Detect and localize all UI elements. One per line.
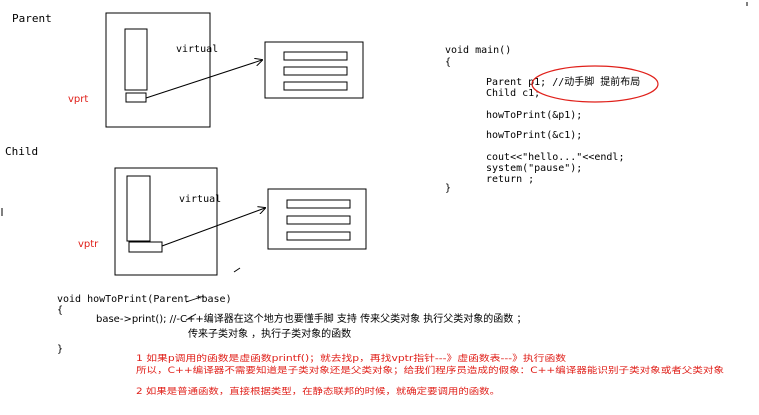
child-vptr-slot — [128, 241, 163, 253]
code-line: Child c1; — [486, 88, 540, 99]
func-call-line-2: 传来子类对象 ，执行子类对象的函数 — [188, 327, 351, 340]
func-signature: void howToPrint(Parent *base) — [57, 294, 232, 305]
parent-vtable-box — [264, 41, 364, 99]
note-3: 2 如果是普通函数，直接根据类型，在静态联邦的时候，就确定要调用的函数。 — [136, 385, 500, 397]
code-line: system("pause"); — [486, 163, 582, 174]
parent-vptr-slot — [125, 92, 147, 103]
strike-mark — [185, 295, 205, 303]
parent-member-block — [124, 28, 148, 91]
parent-vtable-entry — [283, 66, 348, 76]
child-member-block — [126, 175, 151, 242]
child-vtable — [267, 188, 367, 250]
child-label: Child — [5, 145, 38, 158]
parent-vptr-label: vprt — [68, 94, 88, 105]
code-line: return ; — [486, 174, 534, 185]
note-1: 1 如果p调用的函数是虚函数printf()；就去找p，再找vptr指针---》… — [136, 352, 566, 364]
child-virtual-label: virtual — [179, 194, 221, 205]
highlight-ellipse — [531, 65, 659, 103]
code-line: { — [57, 305, 63, 316]
parent-object-box — [105, 12, 211, 128]
code-line: void main() — [445, 45, 511, 56]
parent-label: Parent — [12, 12, 52, 25]
child-vtable-box — [267, 188, 367, 250]
child-object: virtual vptr — [78, 167, 221, 276]
code-line: howToPrint(&c1); — [486, 130, 582, 141]
parent-vtable — [264, 41, 364, 99]
code-line: } — [445, 183, 451, 194]
parent-vtable-entry — [283, 51, 348, 61]
code-line: cout<<"hello..."<<endl; — [486, 152, 624, 163]
child-vptr-arrow — [161, 208, 265, 247]
parent-virtual-label: virtual — [176, 44, 218, 55]
strike-mark — [185, 313, 197, 321]
child-vtable-entry — [286, 215, 351, 225]
parent-vptr-arrow — [145, 60, 262, 99]
child-vtable-entry — [286, 231, 351, 241]
note-2: 所以，C++编译器不需要知道是子类对象还是父类对象；给我们程序员造成的假象：C+… — [136, 364, 724, 376]
child-vptr-label: vptr — [78, 239, 99, 250]
stray-mark — [233, 267, 241, 273]
child-vtable-entry — [286, 199, 351, 209]
func-call-line: base->print(); //-C++编译器在这个地方也要懂手脚 支持 传来… — [96, 312, 526, 325]
code-line: } — [57, 344, 63, 355]
parent-object: virtual vprt — [68, 12, 218, 128]
code-line: { — [445, 57, 451, 68]
parent-vtable-entry — [283, 81, 348, 91]
code-line: Parent p1; //动手脚 提前布局 — [486, 75, 640, 88]
child-object-box — [114, 167, 218, 276]
code-line: howToPrint(&p1); — [486, 110, 582, 121]
func-code-block: void howToPrint(Parent *base) { base->pr… — [57, 294, 526, 355]
main-code-block: void main() { Parent p1; //动手脚 提前布局 Chil… — [445, 45, 640, 194]
notes-block: 1 如果p调用的函数是虚函数printf()；就去找p，再找vptr指针---》… — [136, 352, 724, 397]
